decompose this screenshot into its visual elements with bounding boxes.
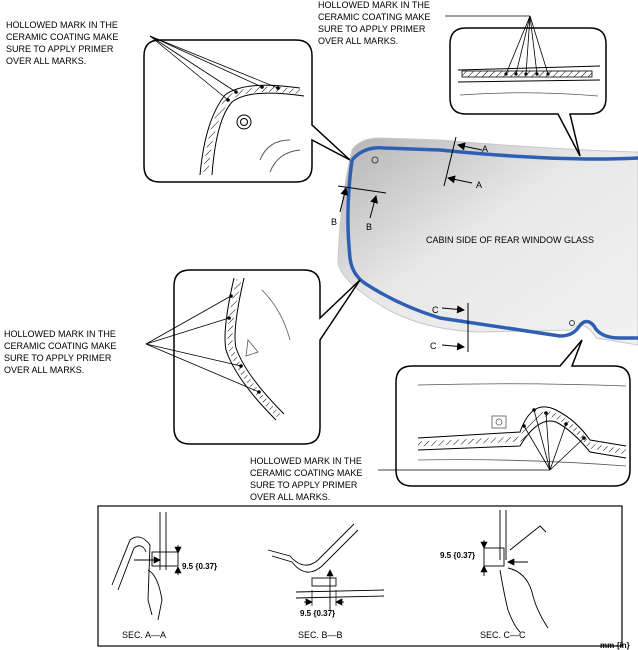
section-bb-dimension: 9.5 {0.37} <box>300 609 335 618</box>
hollow-mark-1 <box>371 156 379 164</box>
primer-line <box>346 146 638 340</box>
section-cc-title: SEC. C—C <box>480 630 526 640</box>
section-b-right-label: B <box>366 222 372 232</box>
callout-top-left-line-1: HOLLOWED MARK IN THE <box>6 20 118 30</box>
callout-bottom: HOLLOWED MARK IN THE CERAMIC COATING MAK… <box>250 456 362 502</box>
callout-mid-left-line-4: OVER ALL MARKS. <box>4 365 84 375</box>
rear-window-glass: CABIN SIDE OF REAR WINDOW GLASS <box>337 137 638 346</box>
callout-bottom-line-1: HOLLOWED MARK IN THE <box>250 456 362 466</box>
section-b-left-label: B <box>331 217 337 227</box>
section-aa-dimension: 9.5 {0.37} <box>182 562 217 571</box>
callout-mid-left-line-2: CERAMIC COATING MAKE <box>4 341 116 351</box>
section-a-top-label: A <box>482 144 488 154</box>
section-cut-b: B B <box>331 185 387 232</box>
callout-bottom-line-2: CERAMIC COATING MAKE <box>250 468 362 478</box>
callout-bottom-line-4: OVER ALL MARKS. <box>250 492 330 502</box>
callout-top-left-line-4: OVER ALL MARKS. <box>6 56 86 66</box>
section-aa-title: SEC. A—A <box>122 630 166 640</box>
callout-mid-left-line-3: SURE TO APPLY PRIMER <box>4 353 112 363</box>
callout-top-right: HOLLOWED MARK IN THE CERAMIC COATING MAK… <box>318 0 430 46</box>
callout-top-right-line-4: OVER ALL MARKS. <box>318 36 398 46</box>
detail-bubble-mid-left <box>145 269 361 445</box>
callout-top-right-line-3: SURE TO APPLY PRIMER <box>318 24 426 34</box>
detail-bubble-bottom-right <box>378 339 631 487</box>
unit-label: mm {in} <box>600 641 630 650</box>
callout-bottom-line-3: SURE TO APPLY PRIMER <box>250 480 358 490</box>
callout-top-left-line-2: CERAMIC COATING MAKE <box>6 32 118 42</box>
callout-top-left-line-3: SURE TO APPLY PRIMER <box>6 44 114 54</box>
section-bb-title: SEC. B—B <box>298 630 343 640</box>
section-views-panel: 9.5 {0.37} SEC. A—A 9.5 {0.37} SEC. B—B <box>97 505 623 647</box>
section-c-top-label: C <box>432 305 439 315</box>
section-cut-a: A A <box>443 136 488 190</box>
detail-bubble-top-right <box>445 15 607 157</box>
section-cc-drawing <box>480 510 549 633</box>
section-cut-c: C C <box>430 303 469 352</box>
section-bb-drawing <box>267 523 385 610</box>
detail-bubble-top-left <box>143 35 351 183</box>
callout-top-right-line-2: CERAMIC COATING MAKE <box>318 12 430 22</box>
glass-label: CABIN SIDE OF REAR WINDOW GLASS <box>426 235 594 245</box>
callout-mid-left: HOLLOWED MARK IN THE CERAMIC COATING MAK… <box>4 329 116 375</box>
section-c-bottom-label: C <box>430 341 437 351</box>
section-a-bottom-label: A <box>476 180 482 190</box>
section-cc-dimension: 9.5 {0.37} <box>440 551 475 560</box>
hollow-mark-2 <box>569 320 575 326</box>
callout-mid-left-line-1: HOLLOWED MARK IN THE <box>4 329 116 339</box>
callout-top-left: HOLLOWED MARK IN THE CERAMIC COATING MAK… <box>6 20 118 66</box>
section-aa-drawing <box>111 512 182 621</box>
callout-top-right-line-1: HOLLOWED MARK IN THE <box>318 0 430 10</box>
